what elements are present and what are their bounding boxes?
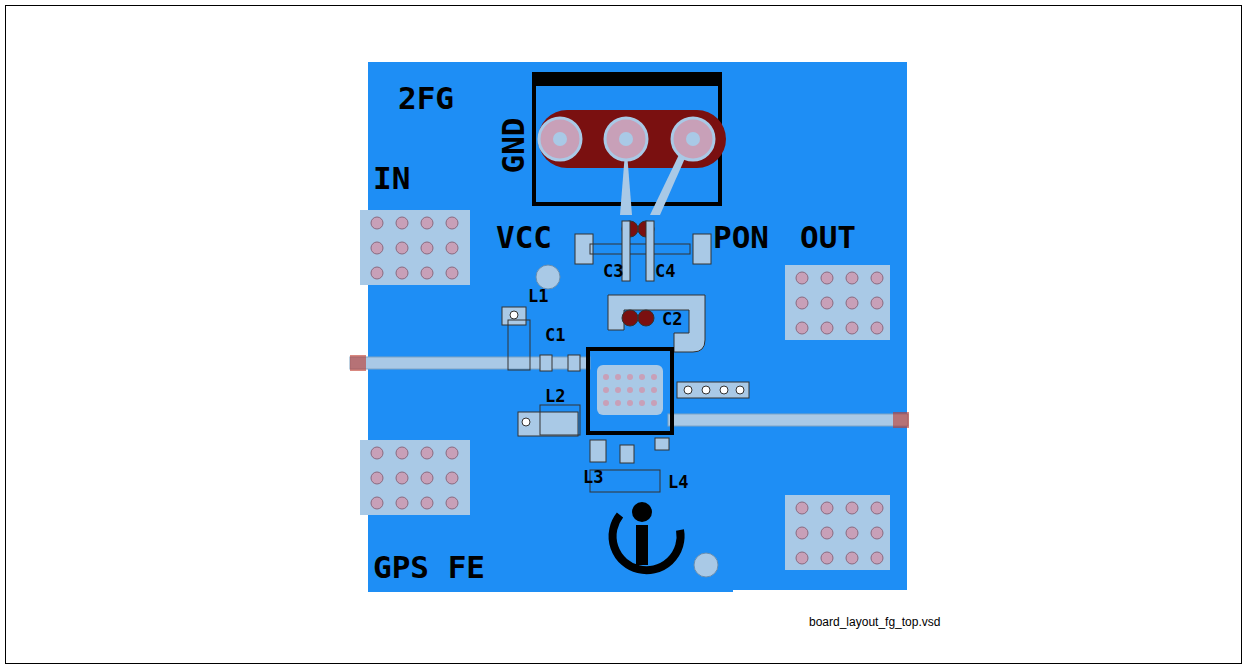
board-label: 2FG <box>398 83 454 114</box>
via <box>846 297 858 309</box>
board-label: IN <box>373 163 410 194</box>
board-label: GND <box>498 117 529 173</box>
via <box>615 374 621 380</box>
via <box>639 374 645 380</box>
via <box>371 497 383 509</box>
via <box>446 217 458 229</box>
via <box>396 497 408 509</box>
via <box>446 267 458 279</box>
ground-pads <box>360 210 890 570</box>
board-label: PON <box>713 222 769 253</box>
board-label: OUT <box>800 222 856 253</box>
board-label: VCC <box>496 222 552 253</box>
board-label: GPS FE <box>373 552 485 583</box>
via <box>796 527 808 539</box>
part-name: C1 <box>545 327 565 344</box>
rf-trace <box>350 357 590 369</box>
via <box>627 387 633 393</box>
via <box>871 502 883 514</box>
via <box>821 272 833 284</box>
via <box>421 447 433 459</box>
via <box>603 374 609 380</box>
via <box>651 374 657 380</box>
via <box>421 217 433 229</box>
via <box>639 400 645 406</box>
via <box>796 272 808 284</box>
via <box>846 527 858 539</box>
frame <box>6 6 1242 664</box>
via <box>446 447 458 459</box>
via <box>371 472 383 484</box>
via <box>871 272 883 284</box>
via <box>371 217 383 229</box>
via <box>871 552 883 564</box>
via <box>796 552 808 564</box>
via <box>603 387 609 393</box>
via <box>821 297 833 309</box>
via <box>796 322 808 334</box>
via <box>421 267 433 279</box>
via <box>627 374 633 380</box>
via <box>615 387 621 393</box>
via <box>846 552 858 564</box>
connector-pad <box>538 110 726 168</box>
via <box>371 447 383 459</box>
via <box>639 387 645 393</box>
via <box>421 242 433 254</box>
via <box>396 217 408 229</box>
via <box>446 472 458 484</box>
via <box>846 502 858 514</box>
via <box>396 472 408 484</box>
via <box>396 447 408 459</box>
via <box>871 297 883 309</box>
part-name: L1 <box>528 288 548 305</box>
ic-outline <box>588 349 672 433</box>
via <box>421 472 433 484</box>
via <box>627 400 633 406</box>
via <box>821 527 833 539</box>
via <box>821 502 833 514</box>
via <box>846 322 858 334</box>
via <box>615 400 621 406</box>
part-name: C4 <box>655 263 675 280</box>
part-name: L3 <box>583 469 603 486</box>
via <box>821 322 833 334</box>
part-name: C2 <box>662 311 682 328</box>
via <box>846 272 858 284</box>
part-name: C3 <box>603 263 623 280</box>
via <box>651 387 657 393</box>
via <box>371 267 383 279</box>
via <box>446 497 458 509</box>
file-caption: board_layout_fg_top.vsd <box>809 616 940 628</box>
via <box>396 267 408 279</box>
via <box>446 242 458 254</box>
rf-trace <box>668 414 908 426</box>
via <box>396 242 408 254</box>
via <box>796 297 808 309</box>
via <box>871 527 883 539</box>
via <box>371 242 383 254</box>
via <box>603 400 609 406</box>
via <box>421 497 433 509</box>
via <box>796 502 808 514</box>
part-name: L4 <box>668 474 688 491</box>
via <box>871 322 883 334</box>
part-name: L2 <box>545 388 565 405</box>
company-logo <box>613 502 681 570</box>
via <box>651 400 657 406</box>
via <box>821 552 833 564</box>
